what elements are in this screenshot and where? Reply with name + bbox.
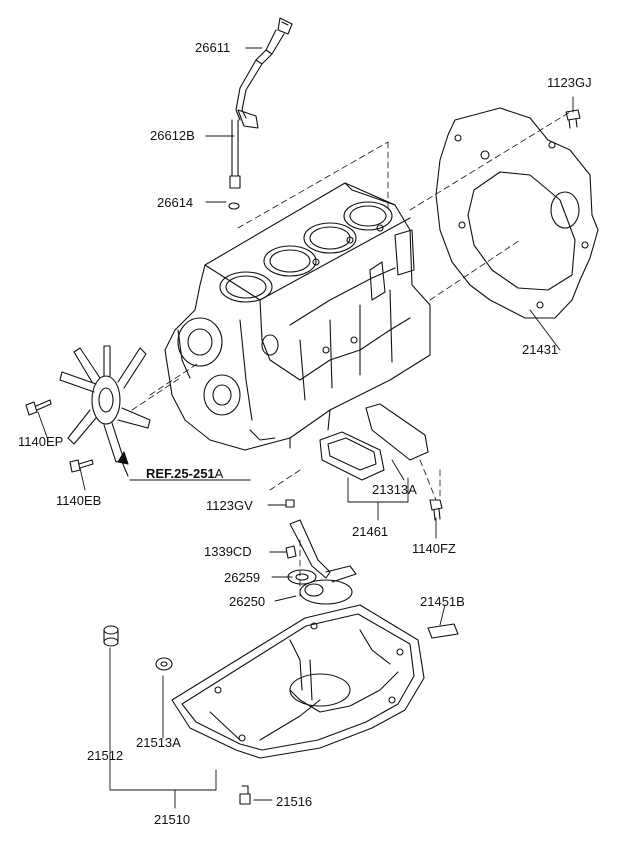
label-1339cd: 1339CD: [204, 544, 252, 559]
label-26611: 26611: [195, 40, 231, 55]
label-21313a: 21313A: [372, 482, 417, 497]
leader-lines: [37, 47, 574, 809]
label-21510: 21510: [154, 812, 191, 827]
label-26259: 26259: [224, 570, 261, 585]
label-21512: 21512: [87, 748, 124, 763]
label-21451b: 21451B: [420, 594, 465, 609]
rear-plate: [435, 107, 599, 319]
oil-pickup-tube: [285, 519, 357, 605]
bolt-21516: [239, 785, 251, 805]
oil-pan: [171, 604, 425, 759]
ref-arrow: [117, 451, 129, 477]
label-26250: 26250: [229, 594, 266, 609]
bolt-1140ep: [25, 399, 52, 416]
bolt-1140fz: [429, 499, 443, 521]
ref-number: REF.25-251: [146, 466, 215, 481]
label-26612b: 26612B: [150, 128, 195, 143]
cooling-fan: [59, 345, 151, 463]
engine-block: [164, 182, 431, 451]
label-26614: 26614: [157, 195, 194, 210]
drain-plug: [103, 625, 119, 647]
dipstick-assembly: [228, 17, 293, 210]
label-ref-25-251a: REF.25-251A: [146, 466, 223, 481]
label-1123gv: 1123GV: [206, 498, 253, 513]
label-1140fz: 1140FZ: [412, 541, 456, 556]
label-21461: 21461: [352, 524, 389, 539]
label-21516: 21516: [276, 794, 313, 809]
label-1123gj: 1123GJ: [547, 75, 592, 90]
bolt-1123gv: [285, 499, 295, 508]
label-21513a: 21513A: [136, 735, 181, 750]
ref-suffix: A: [214, 466, 224, 481]
drain-gasket: [155, 657, 173, 671]
bolt-1140eb: [69, 459, 94, 473]
sensor-21451b: [427, 623, 459, 639]
bolt-1123gj: [565, 109, 581, 129]
label-1140ep: 1140EP: [18, 434, 64, 449]
label-21431: 21431: [522, 342, 559, 357]
label-1140eb: 1140EB: [56, 493, 102, 508]
engine-bracket: [319, 403, 429, 481]
